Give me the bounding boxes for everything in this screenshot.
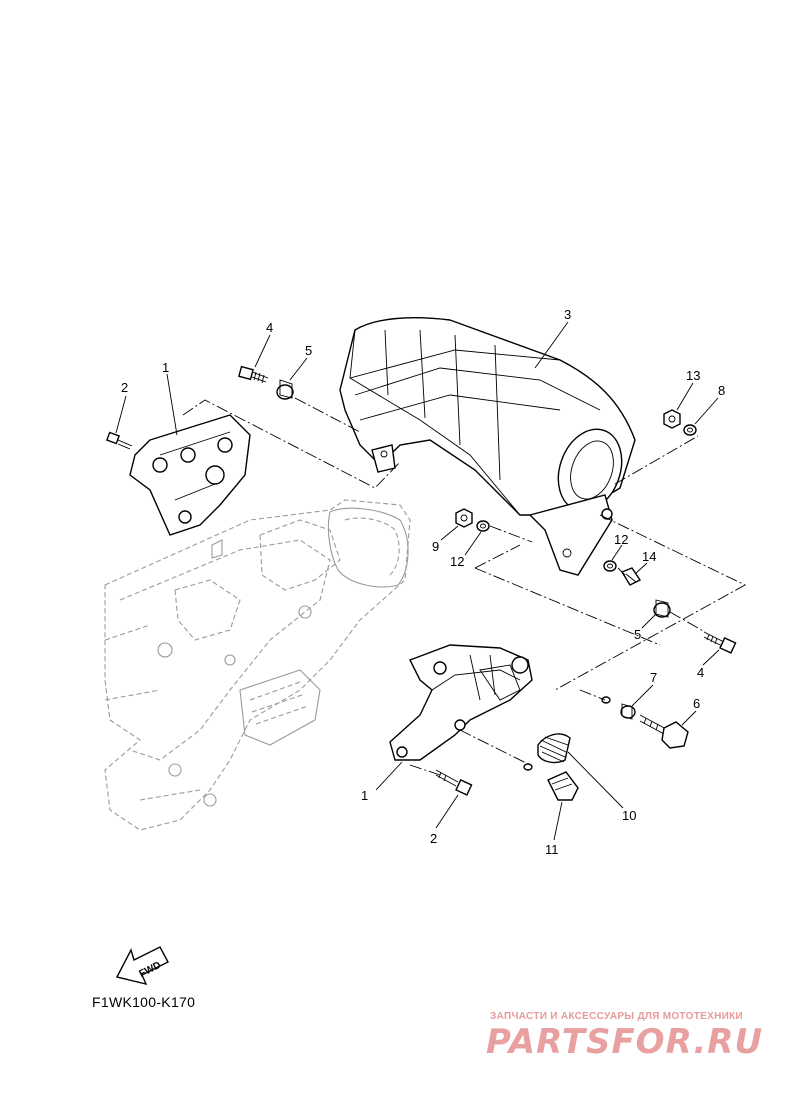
bolt-part-6 [639, 714, 689, 749]
callout-14: 14 [642, 549, 656, 564]
callout-12-right: 12 [614, 532, 628, 547]
engine-bracket-lower-part-1 [389, 644, 533, 761]
washer-part-8 [683, 424, 697, 436]
callout-3: 3 [564, 307, 571, 322]
callout-4-bottom: 4 [697, 665, 704, 680]
nut-part-9 [455, 508, 473, 528]
engine-bracket-upper-part-1 [129, 414, 251, 536]
callout-4-top: 4 [266, 320, 273, 335]
callout-1-bottom: 1 [361, 788, 368, 803]
bolt-part-2-top [106, 431, 133, 450]
callout-10: 10 [622, 808, 636, 823]
callout-numbers: 1 2 3 4 5 13 8 9 12 12 14 5 4 7 6 1 2 10… [121, 307, 725, 857]
bolt-part-11 [547, 771, 579, 801]
stud-part-14 [620, 567, 642, 586]
bolt-part-4-top [238, 365, 269, 384]
diagram-code: F1WK100-K170 [92, 994, 196, 1010]
callout-5-top: 5 [305, 343, 312, 358]
callout-13: 13 [686, 368, 700, 383]
spring-part-10 [523, 733, 571, 771]
callout-1-top: 1 [162, 360, 169, 375]
watermark-tagline: ЗАПЧАСТИ И АКСЕССУАРЫ ДЛЯ МОТОТЕХНИКИ [490, 1011, 743, 1022]
leader-lines [115, 321, 720, 841]
assembly-lines [182, 397, 746, 776]
collar-part-7 [620, 703, 636, 720]
watermark-logo: PARTSFOR.RU [486, 1022, 764, 1062]
bolt-part-2-bottom [435, 769, 473, 796]
collar-part-5-top [276, 379, 294, 400]
callout-9: 9 [432, 539, 439, 554]
bolt-part-4-bottom [703, 631, 737, 654]
callout-2-top: 2 [121, 380, 128, 395]
callout-6: 6 [693, 696, 700, 711]
washer-part-12-left [476, 520, 490, 532]
callout-12-left: 12 [450, 554, 464, 569]
callout-11: 11 [545, 842, 559, 857]
air-duct-part-3 [339, 316, 636, 576]
callout-7: 7 [650, 670, 657, 685]
callout-5-bottom: 5 [634, 627, 641, 642]
washer-part-12-right [603, 560, 617, 572]
collar-part-5-bottom [653, 599, 671, 618]
nut-part-13 [663, 409, 681, 429]
engine-ghost [104, 499, 411, 831]
washer-near-part-7 [601, 696, 611, 704]
callout-8: 8 [718, 383, 725, 398]
fwd-arrow-icon: FWD [115, 946, 169, 986]
callout-2-bottom: 2 [430, 831, 437, 846]
